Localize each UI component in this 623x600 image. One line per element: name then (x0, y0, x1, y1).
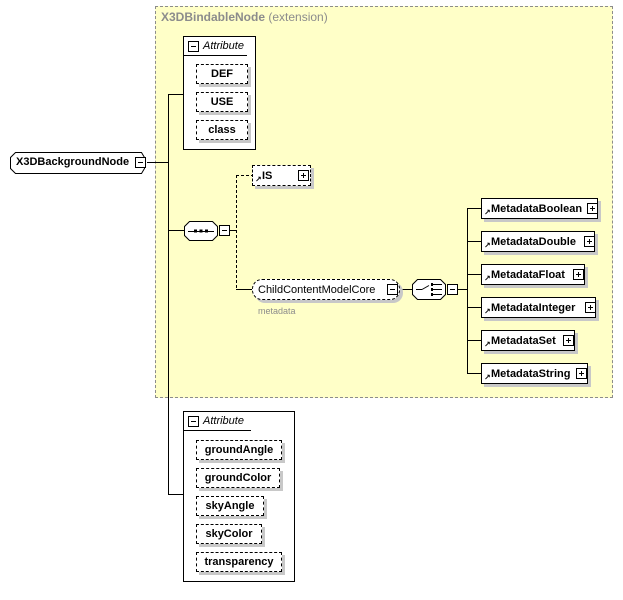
attribute-ground-angle[interactable]: groundAngle (196, 440, 282, 460)
element-metadata-integer-label: MetadataInteger (491, 301, 576, 314)
group-child-content-label: ChildContentModelCore (258, 283, 376, 296)
attribute-group-core-header-divider (183, 55, 247, 56)
element-metadata-string[interactable]: ↗ MetadataString (481, 363, 588, 384)
element-metadata-boolean-label: MetadataBoolean (491, 202, 583, 215)
attribute-sky-angle[interactable]: skyAngle (196, 496, 264, 516)
attribute-ground-color[interactable]: groundColor (196, 468, 280, 488)
sequence-compositor-shape (184, 221, 218, 241)
root-element[interactable]: X3DBackgroundNode (10, 152, 146, 174)
attribute-group-background-title: Attribute (203, 415, 244, 427)
attribute-def[interactable]: DEF (196, 64, 248, 84)
element-metadata-integer-ref-arrow-icon: ↗ (484, 307, 491, 316)
sequence-compositor[interactable] (184, 221, 232, 241)
element-metadata-double-label: MetadataDouble (491, 235, 576, 248)
extension-base-name: X3DBindableNode (161, 10, 266, 24)
root-element-label: X3DBackgroundNode (16, 156, 130, 168)
element-metadata-string-expand-icon[interactable] (576, 368, 587, 379)
element-metadata-double[interactable]: ↗ MetadataDouble (481, 231, 595, 252)
group-child-content-model-core[interactable]: ChildContentModelCore (252, 279, 400, 300)
element-metadata-boolean-expand-icon[interactable] (587, 203, 598, 214)
root-element-shape (10, 152, 145, 174)
attribute-group-background-header-divider (183, 430, 251, 431)
element-metadata-boolean[interactable]: ↗ MetadataBoolean (481, 198, 598, 219)
element-metadata-boolean-ref-arrow-icon: ↗ (484, 208, 491, 217)
attribute-group-core-collapse-icon[interactable] (188, 41, 199, 52)
sequence-collapse-icon[interactable] (219, 225, 230, 236)
attribute-transparency[interactable]: transparency (196, 552, 282, 572)
attribute-group-background-collapse-icon[interactable] (188, 416, 199, 427)
attribute-class[interactable]: class (196, 120, 248, 140)
element-metadata-string-ref-arrow-icon: ↗ (484, 373, 491, 382)
element-metadata-string-label: MetadataString (491, 367, 571, 380)
element-metadata-float-ref-arrow-icon: ↗ (484, 274, 491, 283)
element-is-label: IS (262, 169, 273, 182)
element-metadata-float[interactable]: ↗ MetadataFloat (481, 264, 585, 285)
element-metadata-float-label: MetadataFloat (491, 268, 565, 281)
element-is-expand-icon[interactable] (298, 170, 309, 181)
extension-title: X3DBindableNode (extension) (161, 10, 328, 24)
attribute-group-core-title: Attribute (203, 40, 244, 52)
attribute-use[interactable]: USE (196, 92, 248, 112)
element-metadata-integer-expand-icon[interactable] (585, 302, 596, 313)
choice-compositor[interactable] (412, 279, 462, 300)
element-is-ref-arrow-icon: ↗ (255, 175, 262, 184)
choice-collapse-icon[interactable] (447, 284, 458, 295)
element-metadata-set-label: MetadataSet (491, 334, 556, 347)
element-metadata-double-ref-arrow-icon: ↗ (484, 241, 491, 250)
choice-compositor-shape (412, 279, 446, 300)
element-is[interactable]: ↗ IS (252, 165, 311, 186)
element-metadata-set-ref-arrow-icon: ↗ (484, 340, 491, 349)
group-child-content-caption: metadata (258, 306, 296, 316)
element-metadata-double-expand-icon[interactable] (584, 236, 595, 247)
element-metadata-integer[interactable]: ↗ MetadataInteger (481, 297, 596, 318)
element-metadata-set-expand-icon[interactable] (563, 335, 574, 346)
group-child-content-collapse-icon[interactable] (387, 284, 398, 295)
root-collapse-icon[interactable] (135, 157, 146, 168)
element-metadata-set[interactable]: ↗ MetadataSet (481, 330, 575, 351)
attribute-sky-color[interactable]: skyColor (196, 524, 262, 544)
element-metadata-float-expand-icon[interactable] (573, 269, 584, 280)
extension-suffix: (extension) (268, 10, 328, 24)
